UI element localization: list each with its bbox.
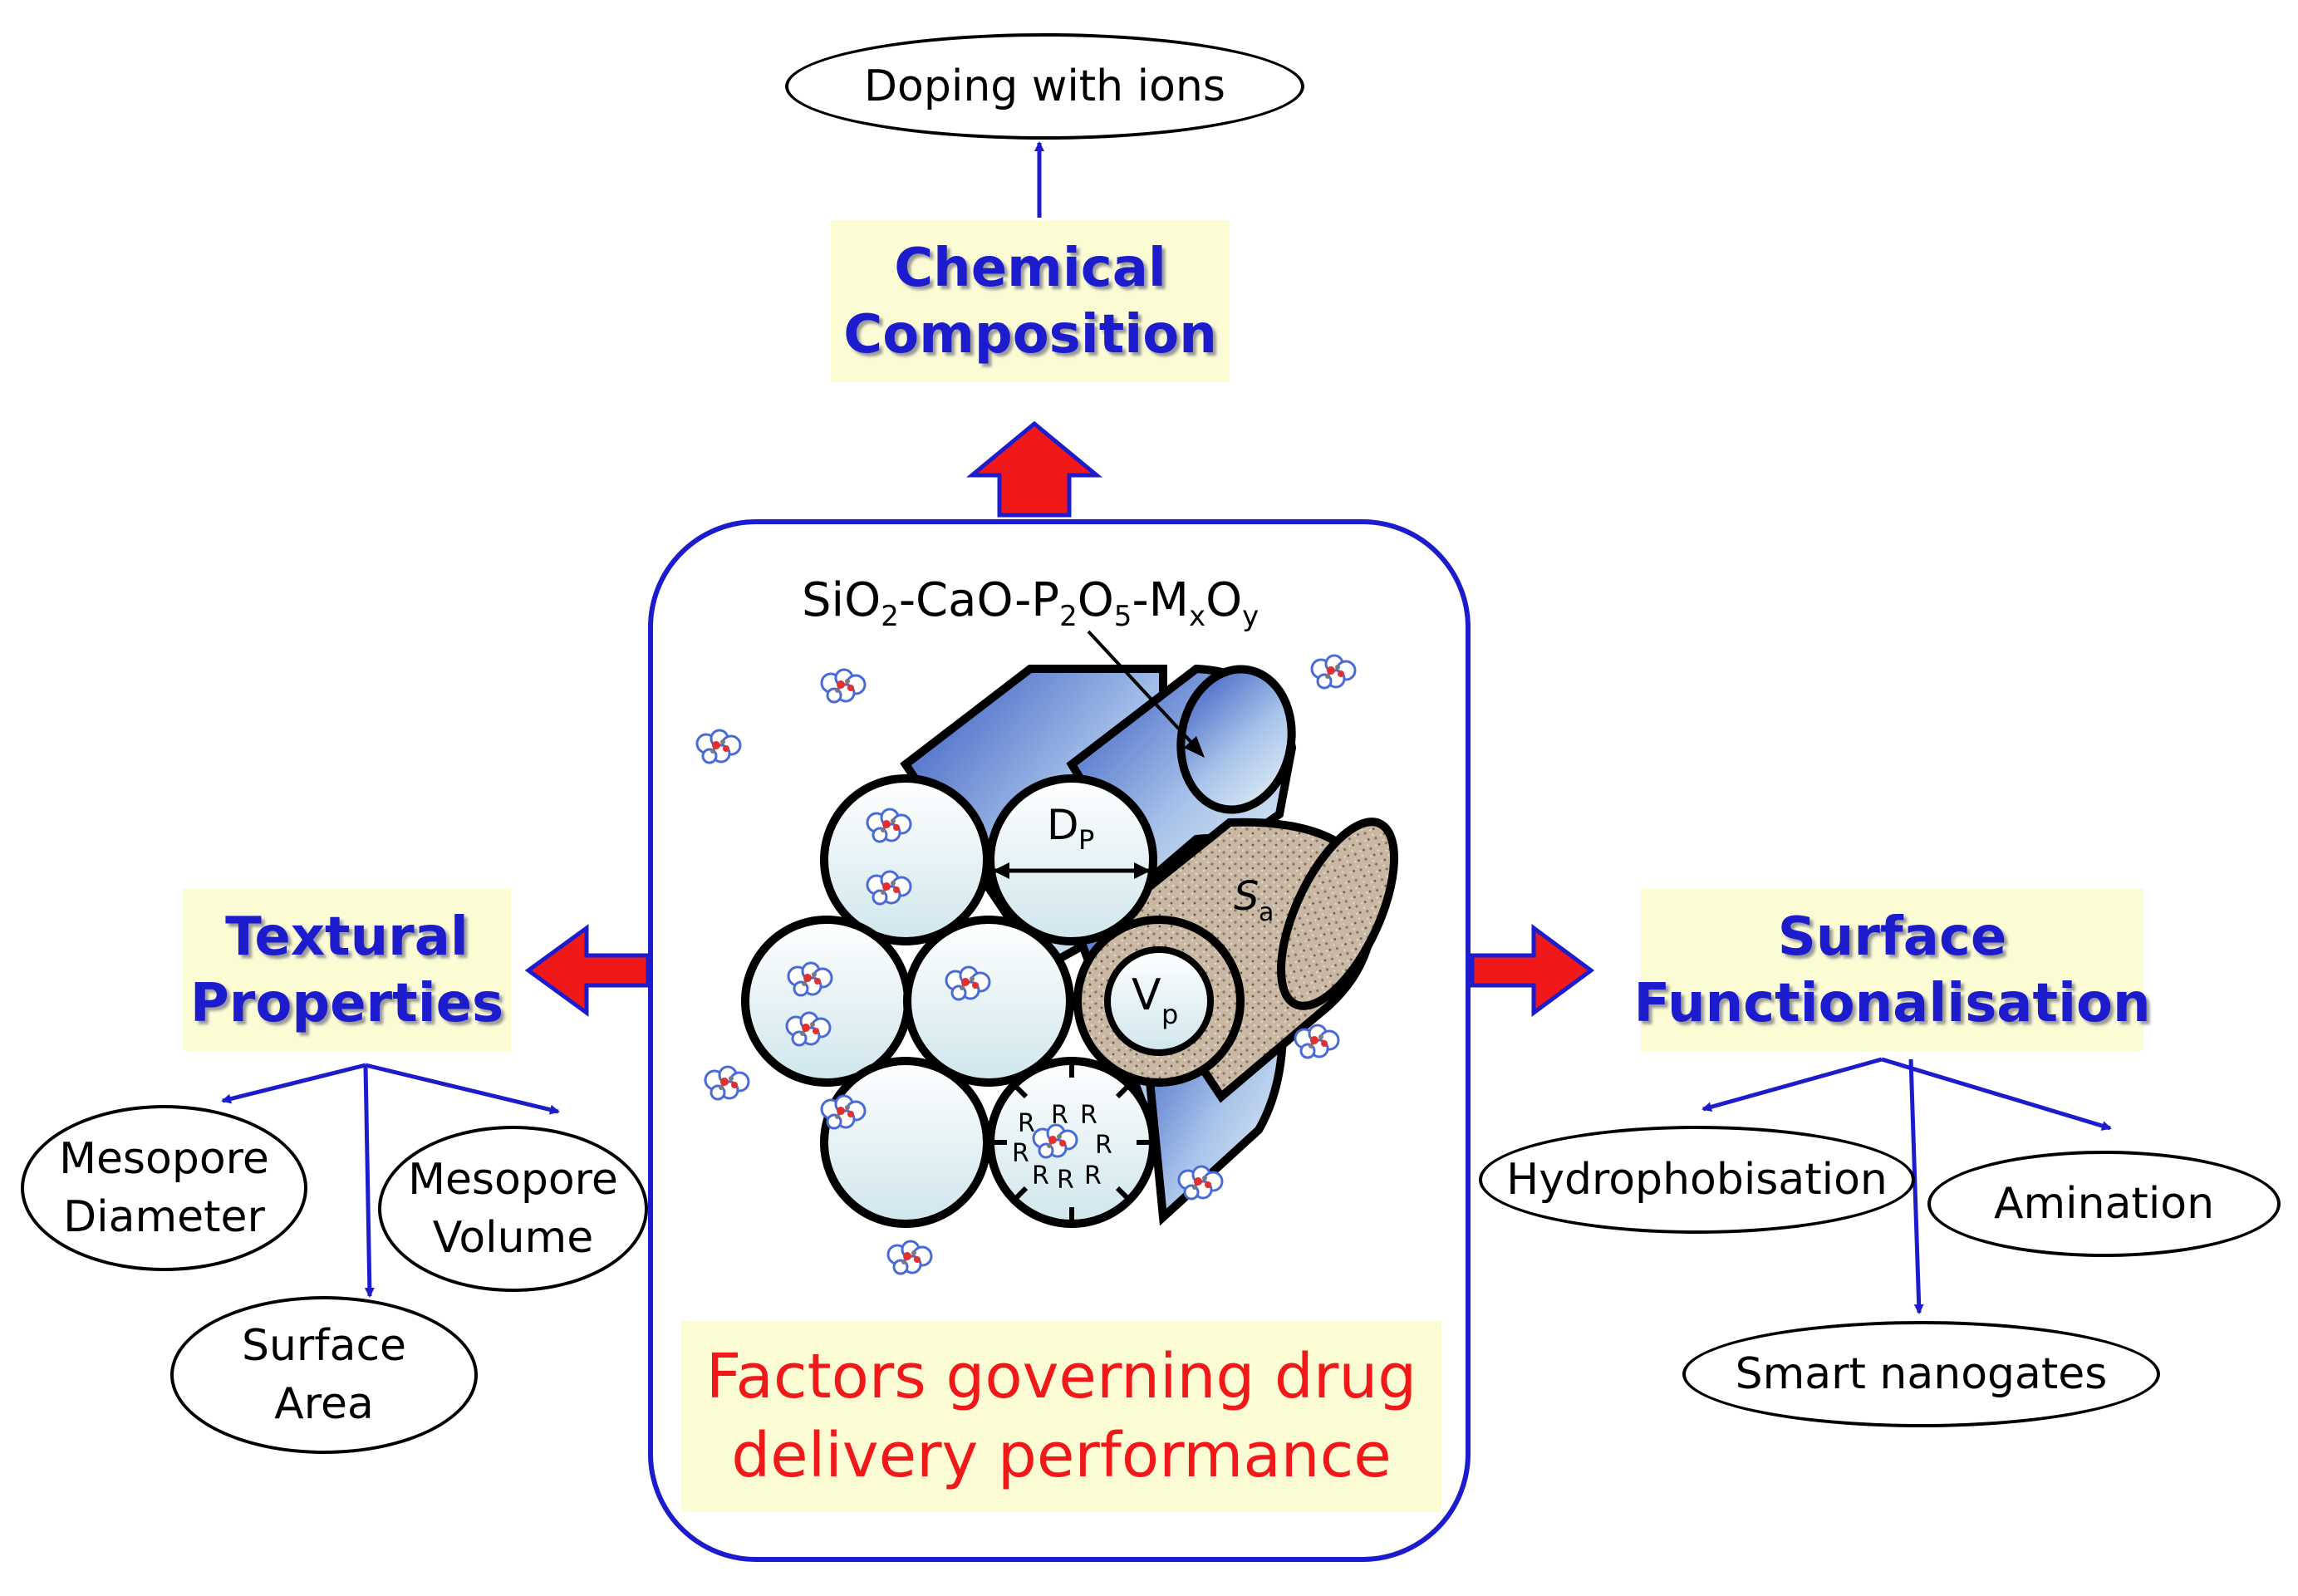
arrow-to-smart-nanogates — [1908, 1058, 1924, 1314]
factors-caption-box: Factors governing drug delivery performa… — [681, 1321, 1441, 1512]
label-vp: V — [1132, 970, 1161, 1020]
pore-face-2 — [986, 774, 1157, 945]
functional-groups: R R R R R R R R — [1012, 1101, 1112, 1195]
svg-text:p: p — [1161, 999, 1178, 1030]
textural-title-line1: Textural — [225, 906, 469, 968]
svg-text:R: R — [1051, 1101, 1068, 1130]
svg-text:R: R — [1012, 1139, 1029, 1168]
smart-nanogates-node: Smart nanogates — [1682, 1321, 2160, 1427]
arrow-to-mesopore-volume — [365, 1063, 560, 1115]
hydrophobisation-node: Hydrophobisation — [1479, 1126, 1915, 1234]
mesopore-diameter-node: Mesopore Diameter — [21, 1105, 307, 1271]
svg-text:R: R — [1032, 1161, 1049, 1191]
arrow-to-hydrophobisation — [1701, 1057, 1883, 1112]
svg-text:R: R — [1057, 1166, 1074, 1195]
svg-text:R: R — [1080, 1101, 1097, 1130]
arrow-to-mesopore-diameter — [221, 1063, 366, 1104]
amination-node: Amination — [1927, 1151, 2281, 1257]
surface-functionalisation-box: Surface Functionalisation — [1633, 889, 2151, 1051]
surface-title-line1: Surface — [1777, 906, 2007, 968]
central-panel — [648, 519, 1471, 1562]
functional-ticks — [990, 1061, 1153, 1224]
mesopore-volume-node: Mesopore Volume — [378, 1126, 648, 1292]
textural-title-line2: Properties — [189, 972, 504, 1034]
svg-text:R: R — [1095, 1131, 1112, 1160]
chemical-title-line2: Composition — [843, 303, 1217, 366]
surface-title-line2: Functionalisation — [1633, 972, 2151, 1034]
composition-formula: SiO2-CaO-P2O5-MxOy — [802, 573, 1259, 634]
factors-caption-line2: delivery performance — [731, 1420, 1392, 1491]
surface-area-node: Surface Area — [170, 1296, 478, 1454]
formula-pointer — [1087, 630, 1198, 749]
chemical-title-line1: Chemical — [894, 237, 1166, 299]
label-sa: S — [1234, 873, 1259, 920]
svg-text:P: P — [1078, 824, 1094, 856]
pore-face-4 — [903, 916, 1074, 1087]
mesoporous-cylinders — [741, 664, 1399, 1228]
arrow-to-surface-area — [363, 1064, 375, 1298]
arrow-up-chemical — [966, 420, 1102, 518]
svg-text:R: R — [1084, 1161, 1102, 1191]
label-dp: D — [1047, 801, 1079, 849]
right-red-arrow — [1470, 924, 1595, 1017]
factors-caption-line1: Factors governing drug — [705, 1341, 1417, 1412]
doping-with-ions-node: Doping with ions — [785, 33, 1304, 140]
chemical-composition-box: Chemical Composition — [831, 220, 1230, 382]
svg-text:R: R — [1018, 1109, 1035, 1138]
svg-text:a: a — [1259, 898, 1274, 927]
textural-properties-box: Textural Properties — [183, 889, 511, 1051]
arrow-to-amination — [1881, 1057, 2112, 1131]
